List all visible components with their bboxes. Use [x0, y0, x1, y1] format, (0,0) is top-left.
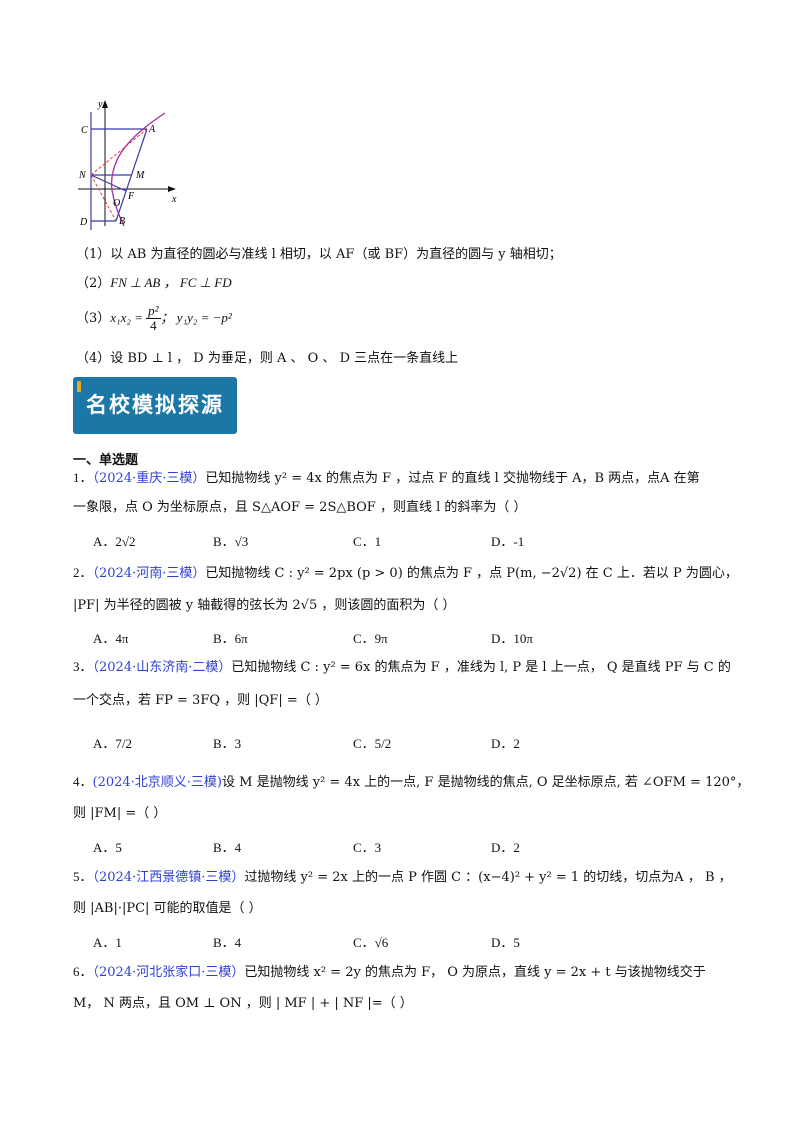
- question-source: （2024·河北张家口·三模）: [92, 965, 245, 980]
- option-b[interactable]: B．4: [213, 935, 242, 950]
- option-a[interactable]: A．7/2: [93, 736, 133, 751]
- svg-text:A: A: [148, 124, 156, 135]
- question-source: （2024·重庆·三模）: [92, 471, 206, 486]
- option-a[interactable]: A．5: [93, 840, 122, 855]
- question-line-2: 一个交点，若 FP = 3FQ ，则 |QF| =（ ）: [73, 693, 328, 708]
- option-c[interactable]: C．3: [353, 840, 382, 855]
- section-banner: 名校模拟探源: [73, 377, 237, 434]
- question-line-1: 4．(2024·北京顺义·三模)设 M 是抛物线 y² = 4x 上的一点, F…: [73, 774, 750, 790]
- property-1: （1）以 AB 为直径的圆必与准线 l 相切，以 AF（或 BF）为直径的圆与 …: [76, 247, 562, 262]
- option-c[interactable]: C．5/2: [353, 736, 392, 751]
- property-4: （4）设 BD ⊥ l ， D 为垂足，则 A 、 O 、 D 三点在一条直线上: [76, 351, 459, 366]
- question-line-2: 则 |FM| =（ ）: [73, 806, 167, 821]
- option-d[interactable]: D．2: [491, 840, 520, 855]
- question-source: （2024·河南·三模）: [92, 566, 206, 581]
- svg-text:D: D: [79, 217, 88, 228]
- option-d[interactable]: D．10π: [491, 631, 533, 646]
- option-b[interactable]: B．4: [213, 840, 242, 855]
- property-text: FN ⊥ AB ， FC ⊥ FD: [110, 275, 232, 290]
- question-line-1: 1．（2024·重庆·三模）已知抛物线 y² = 4x 的焦点为 F ，过点 F…: [73, 470, 700, 486]
- option-c[interactable]: C．√6: [353, 935, 389, 950]
- property-text: 设 BD ⊥ l ， D 为垂足，则 A 、 O 、 D 三点在一条直线上: [110, 351, 459, 366]
- option-a[interactable]: A．2√2: [93, 534, 136, 549]
- diagram-svg: y x C A N M F O D B: [78, 99, 177, 230]
- option-b[interactable]: B．3: [213, 736, 242, 751]
- question-line-1: 2．（2024·河南·三模）已知抛物线 C : y² = 2px (p > 0)…: [73, 565, 738, 581]
- banner-title: 名校模拟探源: [86, 393, 224, 417]
- svg-text:B: B: [119, 216, 125, 227]
- question-source: （2024·山东济南·二模）: [92, 660, 232, 675]
- question-line-2: |PF| 为半径的圆被 y 轴截得的弦长为 2√5 ，则该圆的面积为（ ）: [73, 598, 456, 613]
- question-line-2: M， N 两点，且 OM ⊥ ON ，则 | MF | + | NF |=（ ）: [73, 996, 413, 1011]
- property-2: （2）FN ⊥ AB ， FC ⊥ FD: [76, 275, 232, 291]
- question-source: (2024·北京顺义·三模): [92, 775, 223, 790]
- question-line-1: 6．（2024·河北张家口·三模）已知抛物线 x² = 2y 的焦点为 F， O…: [73, 964, 706, 980]
- banner-accent: [77, 381, 81, 392]
- x-axis-label: x: [171, 194, 177, 205]
- option-d[interactable]: D．5: [491, 935, 520, 950]
- question-source: （2024·江西景德镇·三模）: [92, 870, 245, 885]
- option-d[interactable]: D．2: [491, 736, 520, 751]
- option-c[interactable]: C．9π: [353, 631, 388, 646]
- option-a[interactable]: A．4π: [93, 631, 129, 646]
- option-a[interactable]: A．1: [93, 935, 122, 950]
- property-text: 以 AB 为直径的圆必与准线 l 相切，以 AF（或 BF）为直径的圆与 y 轴…: [110, 247, 562, 262]
- parabola-focal-chord-figure: y x C A N M F O D B: [72, 98, 187, 230]
- option-b[interactable]: B．6π: [213, 631, 248, 646]
- question-line-1: 5．（2024·江西景德镇·三模）过抛物线 y² = 2x 上的一点 P 作圆 …: [73, 869, 732, 885]
- option-c[interactable]: C．1: [353, 534, 382, 549]
- question-line-2: 一象限，点 O 为坐标原点，且 S△AOF = 2S△BOF ，则直线 l 的斜…: [73, 500, 527, 515]
- question-line-1: 3．（2024·山东济南·二模）已知抛物线 C : y² = 6x 的焦点为 F…: [73, 659, 731, 675]
- question-line-2: 则 |AB|·|PC| 可能的取值是（ ）: [73, 901, 262, 916]
- svg-text:C: C: [81, 125, 88, 136]
- svg-text:N: N: [78, 170, 87, 181]
- svg-text:F: F: [127, 191, 135, 202]
- section-title: 一、单选题: [73, 453, 139, 468]
- option-b[interactable]: B．√3: [213, 534, 249, 549]
- svg-text:O: O: [113, 198, 120, 209]
- y-axis-label: y: [97, 99, 103, 110]
- option-d[interactable]: D．-1: [491, 534, 525, 549]
- svg-text:M: M: [135, 170, 145, 181]
